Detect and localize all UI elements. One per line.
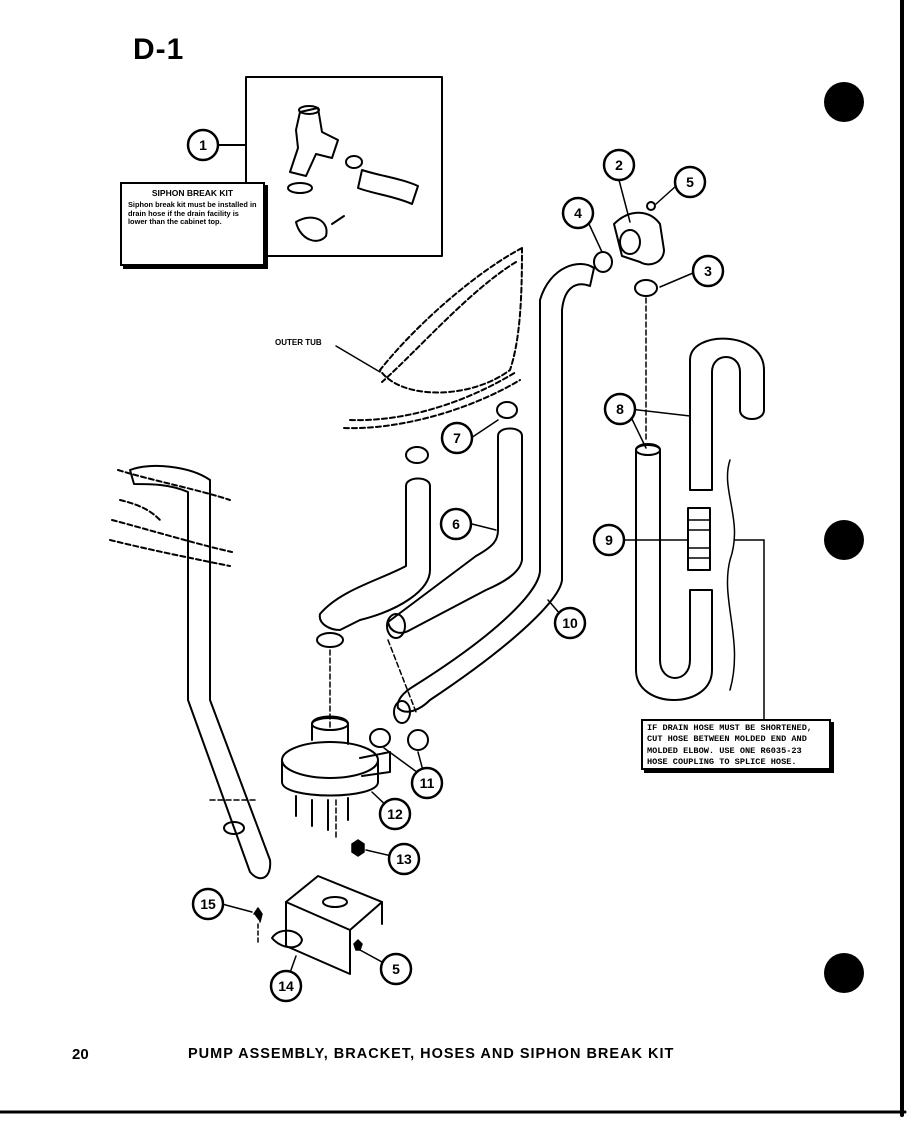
callout-11-text: 11 <box>420 775 435 791</box>
hose-6-short <box>318 477 431 631</box>
callout-8-text: 8 <box>616 401 624 417</box>
clamp-pump-inlet <box>316 632 344 648</box>
left-hose-clamp <box>223 821 245 835</box>
drain-hose-10 <box>396 263 595 713</box>
siphon-kit-inset-box <box>245 76 443 257</box>
binder-holes <box>824 82 864 993</box>
siphon-break-kit-note: SIPHON BREAK KIT Siphon break kit must b… <box>120 182 265 266</box>
callout-12 <box>378 797 412 831</box>
callout-14-text: 14 <box>278 978 294 994</box>
callout-3-text: 3 <box>704 263 712 279</box>
left-drain-hose <box>129 464 272 880</box>
callout-5a-text: 5 <box>686 174 694 190</box>
clamp-11-b <box>407 729 429 751</box>
mounting-bracket-14 <box>271 875 383 975</box>
screw-5-bottom <box>353 939 363 951</box>
hose-coupling-9 <box>687 507 711 571</box>
hose-6-end <box>386 613 406 639</box>
callout-10 <box>553 606 587 640</box>
hose-6-long <box>387 427 523 634</box>
callout-9 <box>592 523 626 557</box>
callout-15 <box>191 887 225 921</box>
siphon-clamp-a <box>345 155 363 169</box>
callout-13-text: 13 <box>396 851 412 867</box>
siphon-screw <box>331 215 345 225</box>
callout-5b <box>379 952 413 986</box>
binder-hole-middle <box>824 520 864 560</box>
hose-shortening-note: IF DRAIN HOSE MUST BE SHORTENED, CUT HOS… <box>641 719 831 770</box>
tee-top-opening <box>298 105 320 115</box>
clamp-7 <box>496 401 518 419</box>
elbow-outlet <box>619 229 641 255</box>
nut-13 <box>351 839 365 857</box>
siphon-clamp-c <box>295 216 328 242</box>
u-hose-8-opening <box>635 444 661 456</box>
callout-6 <box>439 507 473 541</box>
screw-5-top <box>646 201 656 211</box>
diagram-caption: PUMP ASSEMBLY, BRACKET, HOSES AND SIPHON… <box>188 1046 675 1062</box>
siphon-tee-fitting <box>289 107 339 177</box>
siphon-kit-parts <box>287 105 419 242</box>
clamp-3 <box>634 279 658 297</box>
siphon-note-title: SIPHON BREAK KIT <box>151 188 234 198</box>
callout-15-text: 15 <box>200 896 216 912</box>
pump-assembly-12 <box>281 715 391 831</box>
drain-hose-10-end <box>393 700 411 724</box>
binder-hole-bottom <box>824 953 864 993</box>
elbow-fitting-2 <box>613 211 665 266</box>
callout-8 <box>603 392 637 426</box>
clamp-11-a <box>369 728 391 748</box>
siphon-elbow-hose <box>357 169 419 205</box>
callout-12-text: 12 <box>387 806 403 822</box>
callout-10-text: 10 <box>562 615 578 631</box>
outer-tub-outline <box>343 247 523 430</box>
j-hose-8 <box>689 337 765 491</box>
callout-14 <box>269 969 303 1003</box>
screw-15 <box>253 907 263 923</box>
callout-7 <box>440 421 474 455</box>
callout-1-text: 1 <box>199 137 207 153</box>
callout-4 <box>561 196 595 230</box>
clamp-4 <box>593 251 613 273</box>
cabinet-dashed-outline <box>109 469 233 567</box>
callout-3 <box>691 254 725 288</box>
page-number: 20 <box>72 1046 89 1063</box>
callout-5a <box>673 165 707 199</box>
u-hose-8 <box>635 443 713 701</box>
callout-11 <box>410 766 444 800</box>
page-id: D-1 <box>133 33 185 66</box>
callout-2-text: 2 <box>615 157 623 173</box>
clamp-tub <box>405 446 429 464</box>
binder-hole-top <box>824 82 864 122</box>
callout-13 <box>387 842 421 876</box>
siphon-clamp-b <box>287 182 313 194</box>
callout-1 <box>186 128 220 162</box>
outer-tub-leader <box>335 345 381 373</box>
callout-4-text: 4 <box>574 205 582 221</box>
callout-6-text: 6 <box>452 516 460 532</box>
callout-9-text: 9 <box>605 532 613 548</box>
callout-5b-text: 5 <box>392 961 400 977</box>
cut-bracket-line <box>726 459 736 691</box>
outer-tub-label: OUTER TUB <box>275 338 322 347</box>
callout-circles <box>186 128 725 1003</box>
siphon-note-body: Siphon break kit must be installed in dr… <box>128 200 257 227</box>
callout-7-text: 7 <box>453 430 461 446</box>
callout-2 <box>602 148 636 182</box>
